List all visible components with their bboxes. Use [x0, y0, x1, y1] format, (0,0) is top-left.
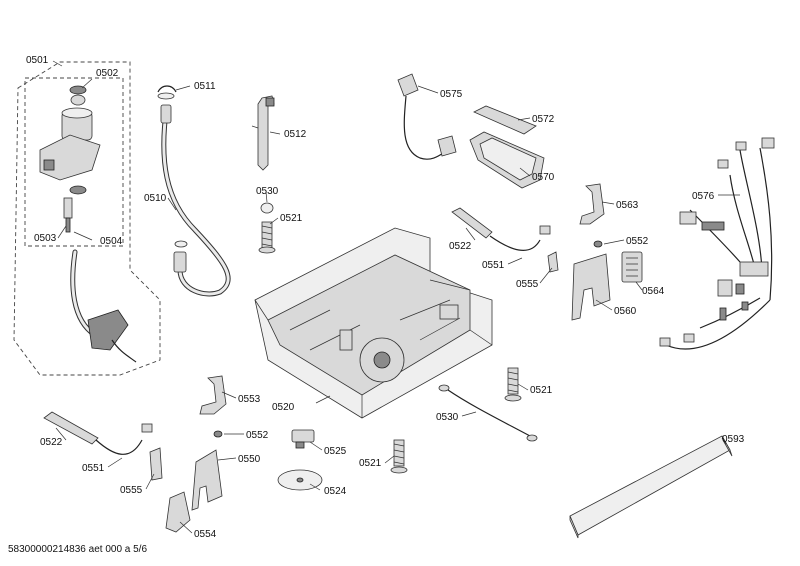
label-0530-lower: 0530: [436, 412, 459, 423]
label-0575: 0575: [440, 89, 463, 100]
label-0520: 0520: [272, 402, 295, 413]
label-0502: 0502: [96, 68, 119, 79]
lower-brackets: [165, 375, 227, 533]
label-0521-right: 0521: [530, 385, 553, 396]
label-0555-upper: 0555: [516, 279, 539, 290]
lower-hinge-parts: [43, 411, 163, 481]
part-labels: 0501 0502 0503 0504 0510 0511 0512 0530 …: [26, 55, 745, 540]
foot-0521-left: [258, 202, 276, 254]
foot-0521-bottom: [390, 439, 408, 474]
label-0511: 0511: [194, 81, 216, 92]
document-footer-code: 58300000214836 aet 000 a 5/6: [8, 544, 148, 555]
label-0551-upper: 0551: [482, 260, 505, 271]
label-0501: 0501: [26, 55, 49, 66]
label-0521-upper: 0521: [280, 213, 303, 224]
power-cable-0575: [397, 73, 457, 160]
foot-0521-right: [504, 367, 522, 402]
label-0555-lower: 0555: [120, 485, 143, 496]
label-0564: 0564: [642, 286, 665, 297]
label-0521-bottom: 0521: [359, 458, 382, 469]
label-0593: 0593: [722, 434, 745, 445]
label-0563: 0563: [616, 200, 639, 211]
label-0512: 0512: [284, 129, 307, 140]
label-0550: 0550: [238, 454, 261, 465]
label-0522-lower: 0522: [40, 437, 63, 448]
label-0552-upper: 0552: [626, 236, 649, 247]
wiring-harness-0576: [659, 137, 775, 350]
assembly-0501-inner-box: [24, 77, 124, 247]
kick-plate-0593: [569, 435, 733, 539]
label-0551-lower: 0551: [82, 463, 105, 474]
label-0576: 0576: [692, 191, 715, 202]
base-frame-0520: [254, 227, 493, 419]
upper-hinge-parts: [451, 183, 643, 321]
assembly-0501-outline: [13, 61, 161, 376]
switch-and-disc: [277, 429, 323, 491]
leader-lines: [52, 60, 740, 534]
drain-hose-0510: [157, 85, 231, 297]
label-0503: 0503: [34, 233, 57, 244]
label-0525: 0525: [324, 446, 347, 457]
label-0552-lower: 0552: [246, 430, 269, 441]
label-0572: 0572: [532, 114, 555, 125]
inlet-valve-assembly: [39, 85, 137, 363]
label-0560: 0560: [614, 306, 637, 317]
label-0522-upper: 0522: [449, 241, 472, 252]
label-0510: 0510: [144, 193, 167, 204]
label-0524: 0524: [324, 486, 347, 497]
cable-0530-diagonal: [438, 384, 538, 442]
label-0570: 0570: [532, 172, 555, 183]
bracket-0512: [251, 95, 275, 171]
label-0553: 0553: [238, 394, 261, 405]
label-0530-upper: 0530: [256, 186, 279, 197]
label-0554: 0554: [194, 529, 217, 540]
label-0504: 0504: [100, 236, 123, 247]
